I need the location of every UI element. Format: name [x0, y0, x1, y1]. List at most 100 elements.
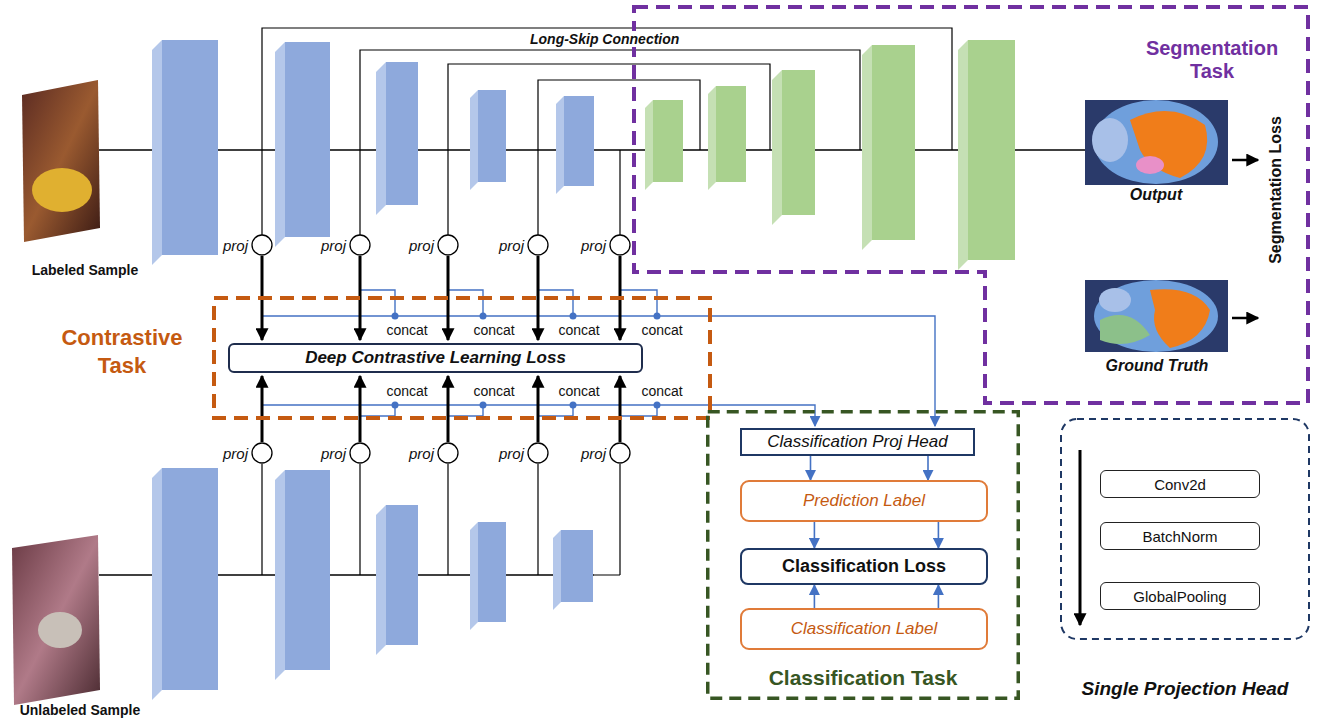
label-box: Prediction Label	[740, 480, 988, 522]
art-shape	[152, 468, 162, 700]
loss-label: Segmentation Loss	[1266, 90, 1286, 290]
art-shape	[285, 470, 330, 670]
box-label: BatchNorm	[1142, 528, 1217, 545]
layer-box: GlobalPooling	[1100, 582, 1260, 610]
label-box: Classification Label	[740, 608, 988, 650]
art-shape	[359, 376, 362, 442]
note-label: Long-Skip Connection	[527, 31, 682, 47]
art-shape	[553, 530, 561, 610]
concat-label: concat	[632, 383, 692, 399]
task-region: Classification TaskClassification Proj H…	[706, 410, 1020, 700]
concat-label: concat	[549, 322, 609, 338]
decoder-blocks	[645, 40, 1015, 270]
map-label: Ground Truth	[1087, 357, 1227, 375]
input-label: Unlabeled Sample	[5, 702, 155, 719]
art-shape	[556, 96, 564, 194]
box-label: Classification Loss	[782, 556, 946, 577]
flow-arrow	[938, 522, 940, 548]
art-shape	[570, 402, 577, 409]
proj-label: proj	[212, 445, 248, 462]
input-label: Labeled Sample	[15, 262, 155, 278]
art-shape	[162, 468, 218, 690]
art-shape	[872, 45, 915, 240]
region-border	[1061, 419, 1309, 639]
art-shape	[285, 42, 330, 237]
region-title: Segmentation Task	[1122, 37, 1302, 83]
loss-box: Classification Loss	[740, 548, 988, 585]
art-shape	[275, 470, 285, 680]
module-region: Single Projection HeadConv2dBatchNormGlo…	[1060, 418, 1310, 640]
proj-label: proj	[212, 237, 248, 254]
ground-truth-map	[1085, 280, 1228, 352]
art-shape	[570, 313, 577, 320]
art-shape	[654, 402, 661, 409]
art-shape	[1085, 280, 1228, 352]
concat-label: concat	[464, 383, 524, 399]
art-shape	[537, 256, 540, 340]
labeled-photo	[22, 80, 100, 242]
box-label: Deep Contrastive Learning Loss	[305, 348, 566, 368]
region-border	[214, 298, 710, 418]
encoder-blocks	[152, 40, 594, 265]
art-shape	[470, 90, 478, 190]
art-shape	[438, 443, 458, 463]
flow-arrow	[814, 585, 816, 608]
task-region: Segmentation Task	[632, 5, 1310, 405]
skip-line	[619, 150, 620, 235]
skip-line	[448, 64, 770, 235]
art-shape	[782, 70, 815, 215]
region-border	[708, 412, 1019, 699]
art-shape	[862, 45, 872, 250]
skip-line	[360, 50, 860, 235]
art-shape	[1092, 118, 1128, 162]
concat-label: concat	[377, 383, 437, 399]
art-shape	[162, 40, 218, 255]
art-shape	[708, 86, 716, 190]
art-shape	[376, 505, 386, 655]
art-shape	[1085, 100, 1228, 185]
art-shape	[376, 62, 386, 215]
concat-label: concat	[549, 383, 609, 399]
box-label: GlobalPooling	[1133, 588, 1226, 605]
photo-detail	[32, 168, 92, 212]
art-shape	[350, 443, 370, 463]
art-shape	[610, 443, 630, 463]
photo-detail	[38, 612, 82, 648]
box-label: Classification Label	[791, 619, 937, 639]
art-shape	[350, 235, 370, 255]
art-shape	[1150, 289, 1210, 348]
region-title: Single Projection Head	[1050, 678, 1320, 700]
art-shape	[564, 96, 594, 186]
proj-label: proj	[398, 237, 434, 254]
art-shape	[386, 505, 418, 645]
art-shape	[968, 40, 1015, 260]
art-shape	[653, 100, 683, 182]
proj-label: proj	[570, 237, 606, 254]
art-shape	[610, 235, 630, 255]
art-shape	[958, 40, 968, 270]
loss-arrow	[1232, 159, 1258, 162]
box-label: Classification Proj Head	[767, 432, 947, 452]
proj-label: proj	[488, 237, 524, 254]
loss-box: Deep Contrastive Learning Loss	[228, 343, 643, 373]
flow-arrow	[927, 456, 929, 480]
flow-arrow	[810, 456, 812, 480]
loss-arrow	[1232, 317, 1258, 320]
art-shape	[360, 405, 657, 416]
proj-label: proj	[310, 445, 346, 462]
proj-head-box: Classification Proj Head	[740, 428, 975, 456]
box-label: Conv2d	[1154, 476, 1206, 493]
art-shape	[152, 40, 162, 265]
art-shape	[1094, 280, 1218, 352]
proj-label: proj	[488, 445, 524, 462]
flow-arrow	[814, 522, 816, 548]
art-shape	[447, 376, 450, 442]
art-shape	[478, 90, 506, 182]
art-shape	[252, 443, 272, 463]
skip-line	[538, 80, 700, 235]
segmentation-output	[1085, 100, 1228, 185]
art-shape	[716, 86, 746, 182]
art-shape	[360, 290, 657, 316]
unlabeled-photo	[12, 535, 100, 705]
